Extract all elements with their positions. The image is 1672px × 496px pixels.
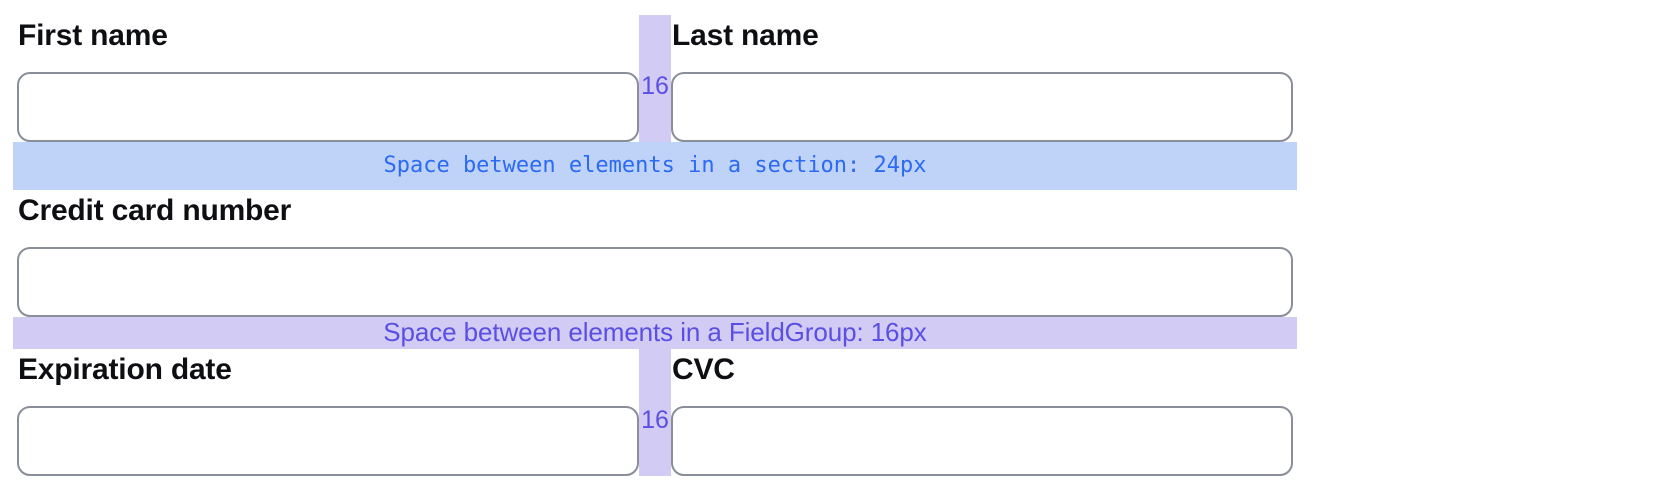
credit-card-label: Credit card number xyxy=(18,194,292,227)
first-name-field: First name xyxy=(17,15,639,142)
last-name-label: Last name xyxy=(672,19,819,52)
expiration-date-label: Expiration date xyxy=(18,353,232,386)
cvc-field: CVC xyxy=(671,349,1293,476)
payment-form: 16 First name Last name Space between el… xyxy=(13,15,1297,476)
fieldgroup-spacing-annotation: Space between elements in a FieldGroup: … xyxy=(13,317,1297,349)
gap-indicator-row3 xyxy=(639,349,671,476)
gap-size-label-row1: 16 xyxy=(641,72,669,100)
last-name-field: Last name xyxy=(671,15,1293,142)
first-name-label: First name xyxy=(18,19,168,52)
cvc-input[interactable] xyxy=(671,406,1293,476)
name-field-group: 16 First name Last name xyxy=(13,15,1297,142)
credit-card-field-row: Credit card number xyxy=(13,190,1297,317)
credit-card-input[interactable] xyxy=(17,247,1293,317)
expiration-date-field: Expiration date xyxy=(17,349,639,476)
first-name-input[interactable] xyxy=(17,72,639,142)
gap-indicator-row1 xyxy=(639,15,671,142)
last-name-input[interactable] xyxy=(671,72,1293,142)
credit-card-field: Credit card number xyxy=(17,190,1293,317)
cvc-label: CVC xyxy=(672,353,735,386)
gap-size-label-row3: 16 xyxy=(641,406,669,434)
expiry-cvc-field-group: 16 Expiration date CVC xyxy=(13,349,1297,476)
section-spacing-annotation: Space between elements in a section: 24p… xyxy=(13,142,1297,190)
expiration-date-input[interactable] xyxy=(17,406,639,476)
